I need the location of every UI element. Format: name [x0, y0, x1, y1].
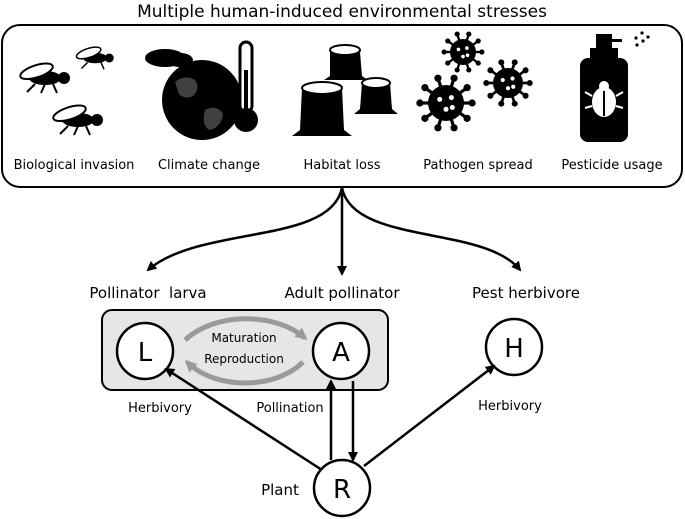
larva-title: Pollinator larva [89, 284, 206, 302]
node-larva-letter: L [138, 338, 153, 368]
pollination-label: Pollination [256, 401, 323, 416]
tree-stumps-icon [292, 44, 398, 136]
larva-herbivory-label: Herbivory [128, 401, 192, 416]
plant-to-larva-arrow [164, 367, 323, 472]
node-adult: A [311, 321, 371, 381]
globe-thermometer-icon [145, 40, 258, 140]
herbivore-title: Pest herbivore [472, 284, 580, 302]
adult-title: Adult pollinator [285, 284, 401, 302]
stress-to-herbivore-arrow [340, 187, 522, 272]
spray-bottle-icon [580, 31, 650, 142]
reproduction-arrow [184, 359, 305, 386]
maturation-label: Maturation [211, 331, 276, 345]
stress-label-biological-invasion: Biological invasion [14, 158, 135, 173]
node-plant-letter: R [333, 475, 351, 505]
virus-icon [416, 31, 533, 132]
plant-to-herbivore-arrow [363, 364, 496, 467]
stress-label-climate-change: Climate change [158, 158, 260, 173]
node-plant: R [312, 458, 372, 518]
flies-icon [19, 46, 114, 136]
node-herbivore: H [484, 317, 544, 377]
node-adult-letter: A [332, 338, 350, 368]
node-herbivore-letter: H [504, 334, 524, 364]
node-larva: L [115, 321, 175, 381]
stress-label-pesticide-usage: Pesticide usage [561, 158, 662, 173]
stress-to-larva-arrow [146, 187, 344, 272]
stress-label-pathogen-spread: Pathogen spread [423, 158, 532, 173]
diagram-title: Multiple human-induced environmental str… [137, 2, 547, 22]
plant-title: Plant [261, 481, 299, 499]
reproduction-label: Reproduction [204, 352, 284, 366]
herbivore-herbivory-label: Herbivory [478, 399, 542, 414]
stress-label-habitat-loss: Habitat loss [303, 158, 380, 173]
maturation-arrow [183, 316, 308, 342]
